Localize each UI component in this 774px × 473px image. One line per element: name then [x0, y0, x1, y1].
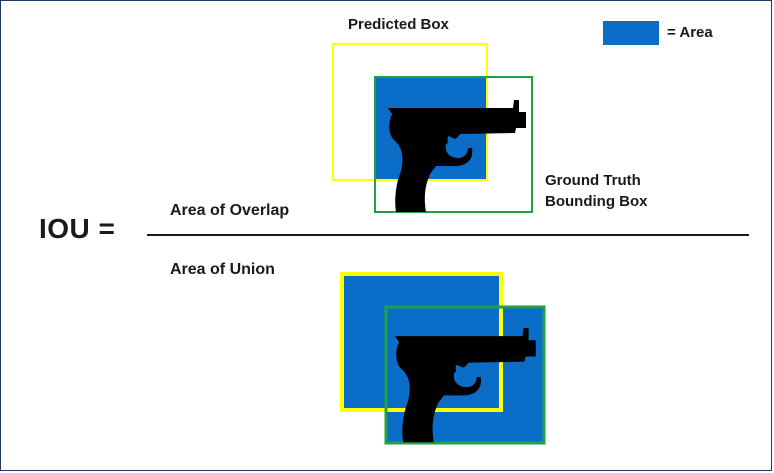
ground-truth-box — [374, 76, 533, 213]
iou-label: IOU = — [39, 213, 116, 244]
numerator-label: Area of Overlap — [170, 202, 290, 219]
union-figure — [340, 272, 546, 445]
legend-area-swatch — [603, 21, 659, 45]
ground-truth-label: Ground Truth Bounding Box — [545, 172, 648, 210]
legend-label: = Area — [667, 24, 713, 41]
overlap-figure — [332, 43, 533, 213]
denominator-label: Area of Union — [170, 261, 275, 278]
predicted-box-label: Predicted Box — [348, 16, 449, 33]
union-ground-truth-box — [384, 305, 546, 445]
fraction-bar — [147, 234, 749, 236]
